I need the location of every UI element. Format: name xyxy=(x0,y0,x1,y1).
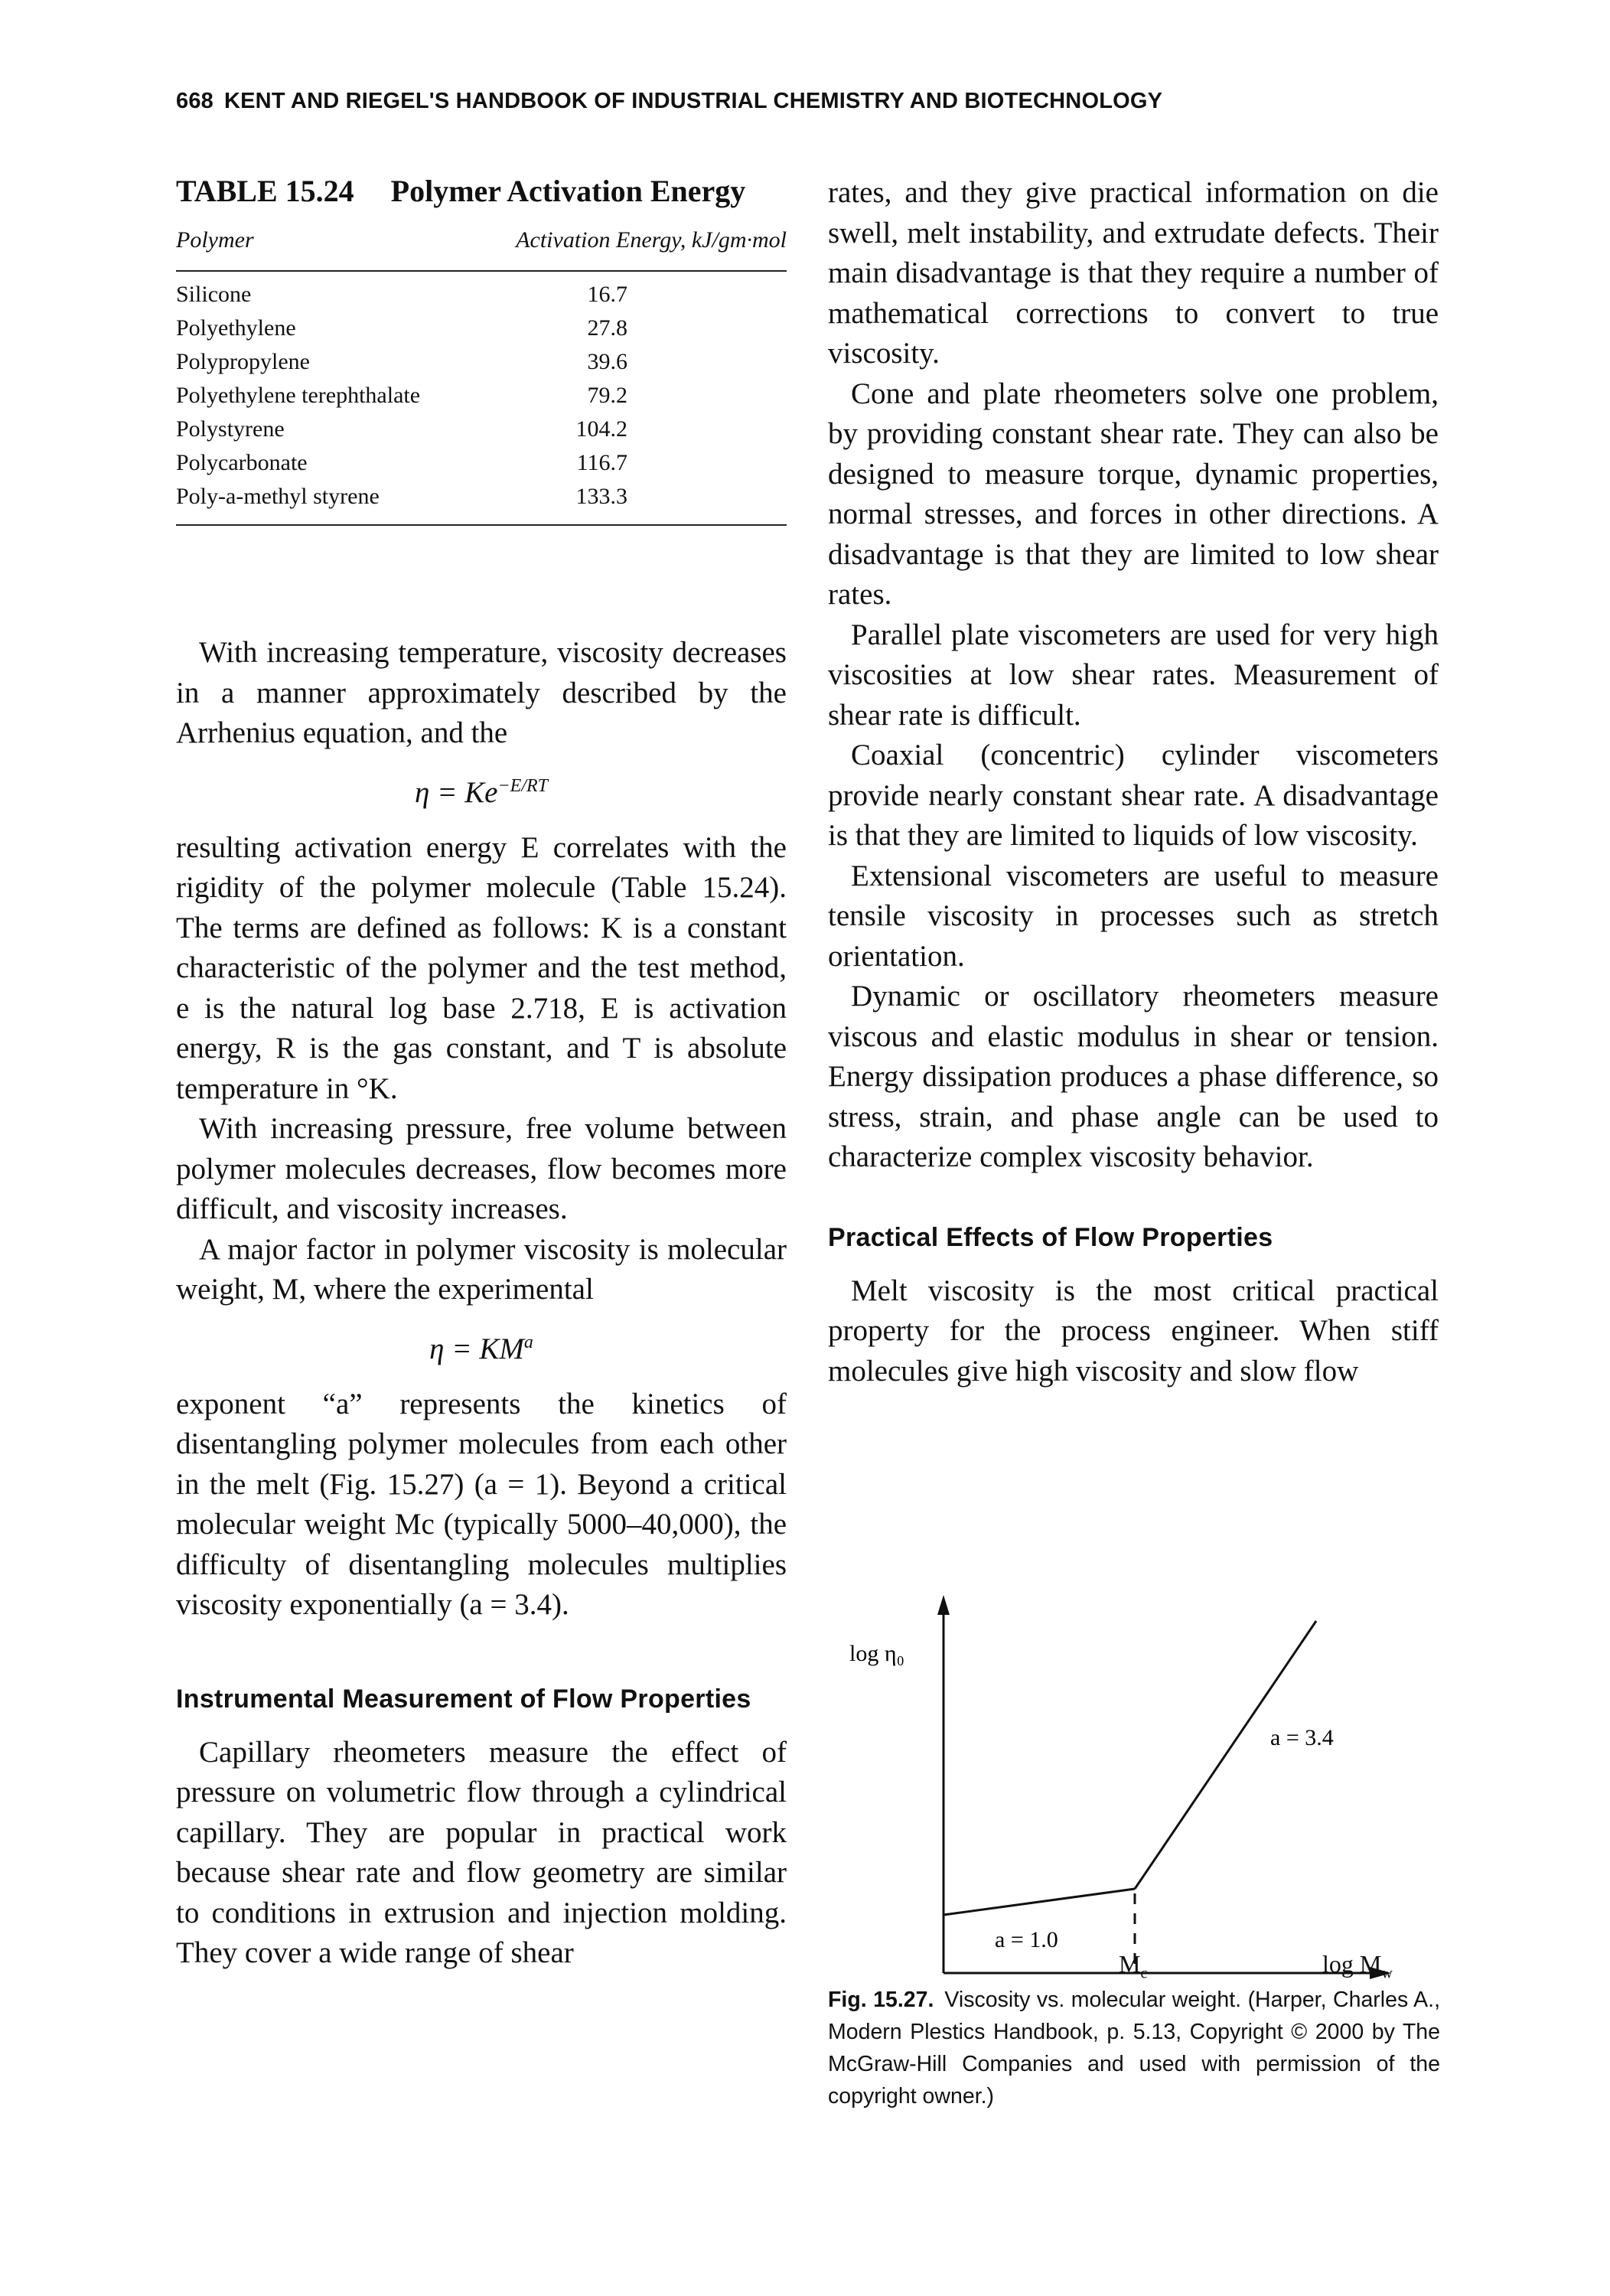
x-label-subscript: w xyxy=(1381,1965,1393,1982)
cell-name: Polyethylene terephthalate xyxy=(176,383,421,408)
mc-subscript: c xyxy=(1140,1965,1148,1982)
cell-value: 116.7 xyxy=(576,450,627,475)
section-heading: Instrumental Measurement of Flow Propert… xyxy=(176,1684,751,1714)
series-line-high xyxy=(1133,1620,1318,1890)
cell-value: 27.8 xyxy=(587,315,628,341)
paragraph: Capillary rheometers measure the effect … xyxy=(176,1735,787,1970)
table-header: Polymer Activation Energy, kJ/gm·mol xyxy=(176,227,787,272)
slope-high-label: a = 3.4 xyxy=(1270,1725,1334,1750)
paragraph: rates, and they give practical informati… xyxy=(828,176,1439,370)
table-title: TABLE 15.24 Polymer Activation Energy xyxy=(176,173,787,209)
paragraph: With increasing temperature, viscosity d… xyxy=(176,636,787,749)
cell-value: 79.2 xyxy=(587,383,628,408)
table-row: Polyethylene terephthalate 79.2 xyxy=(176,379,787,413)
header-title: KENT AND RIEGEL'S HANDBOOK OF INDUSTRIAL… xyxy=(224,89,1163,113)
paragraph: A major factor in polymer viscosity is m… xyxy=(176,1232,787,1306)
equation-base: η = Ke xyxy=(414,775,498,809)
running-header: 668 KENT AND RIEGEL'S HANDBOOK OF INDUSTR… xyxy=(176,89,1162,114)
paragraph: Extensional viscometers are useful to me… xyxy=(828,859,1439,973)
slope-low-label: a = 1.0 xyxy=(995,1927,1058,1952)
caption-text: Viscosity vs. molecular weight. (Harper,… xyxy=(828,1988,1440,2108)
molecular-weight-equation: η = KMa xyxy=(176,1322,787,1369)
x-label-text: log M xyxy=(1322,1950,1382,1978)
cell-value: 39.6 xyxy=(587,349,628,374)
cell-name: Silicone xyxy=(176,282,252,307)
caption-label: Fig. 15.27. xyxy=(828,1988,934,2012)
col-energy: Activation Energy, kJ/gm·mol xyxy=(516,227,787,253)
paragraph: exponent “a” represents the kinetics of … xyxy=(176,1387,787,1622)
paragraph: Cone and plate rheometers solve one prob… xyxy=(828,377,1439,612)
x-axis xyxy=(944,1967,1391,1979)
cell-value: 104.2 xyxy=(575,416,628,442)
paragraph: resulting activation energy E correlates… xyxy=(176,830,787,1105)
cell-name: Polystyrene xyxy=(176,416,285,442)
table-row: Silicone 16.7 xyxy=(176,278,787,311)
paragraph: Coaxial (concentric) cylinder viscometer… xyxy=(828,739,1439,852)
series-line-low xyxy=(943,1887,1136,1916)
paragraph: Melt viscosity is the most critical prac… xyxy=(828,1274,1439,1388)
cell-name: Poly-a-methyl styrene xyxy=(176,484,380,509)
table-row: Polyethylene 27.8 xyxy=(176,311,787,345)
mc-text: M xyxy=(1119,1950,1141,1978)
equation-base: η = KM xyxy=(429,1332,524,1365)
table-name: Polymer Activation Energy xyxy=(390,174,746,208)
cell-name: Polycarbonate xyxy=(176,450,308,475)
paragraph: Parallel plate viscometers are used for … xyxy=(828,618,1439,732)
viscosity-chart: log η₀ a = 1.0 a = 3.4 xyxy=(849,1595,1391,1979)
cell-value: 16.7 xyxy=(587,282,628,307)
table-row: Polycarbonate 116.7 xyxy=(176,446,787,480)
y-axis-label: log η₀ xyxy=(849,1641,904,1666)
table-row: Poly-a-methyl styrene 133.3 xyxy=(176,480,787,514)
paragraph: With increasing pressure, free volume be… xyxy=(176,1112,787,1225)
paragraph: Dynamic or oscillatory rheometers measur… xyxy=(828,980,1439,1173)
table-body: Silicone 16.7 Polyethylene 27.8 Polypropyl… xyxy=(176,272,787,526)
x-axis-label: log Mw xyxy=(1322,1950,1393,1982)
equation-exponent: a xyxy=(523,1332,533,1352)
mc-label: Mc xyxy=(1119,1950,1147,1982)
table-row: Polystyrene 104.2 xyxy=(176,413,787,446)
equation-exponent: −E/RT xyxy=(497,775,549,796)
page-number: 668 xyxy=(176,89,213,113)
right-column: rates, and they give practical informati… xyxy=(828,173,1439,1391)
cell-value: 133.3 xyxy=(575,484,628,509)
table-row: Polypropylene 39.6 xyxy=(176,345,787,379)
left-column: TABLE 15.24 Polymer Activation Energy Pol… xyxy=(176,173,787,1974)
y-axis xyxy=(937,1595,950,1973)
cell-name: Polyethylene xyxy=(176,315,296,341)
col-polymer: Polymer xyxy=(176,227,254,253)
arrhenius-equation: η = Ke−E/RT xyxy=(176,766,787,813)
figure-caption: Fig. 15.27.Viscosity vs. molecular weigh… xyxy=(828,1984,1440,2112)
cell-name: Polypropylene xyxy=(176,349,310,374)
section-heading: Practical Effects of Flow Properties xyxy=(828,1222,1273,1252)
table-label: TABLE 15.24 xyxy=(176,174,354,208)
